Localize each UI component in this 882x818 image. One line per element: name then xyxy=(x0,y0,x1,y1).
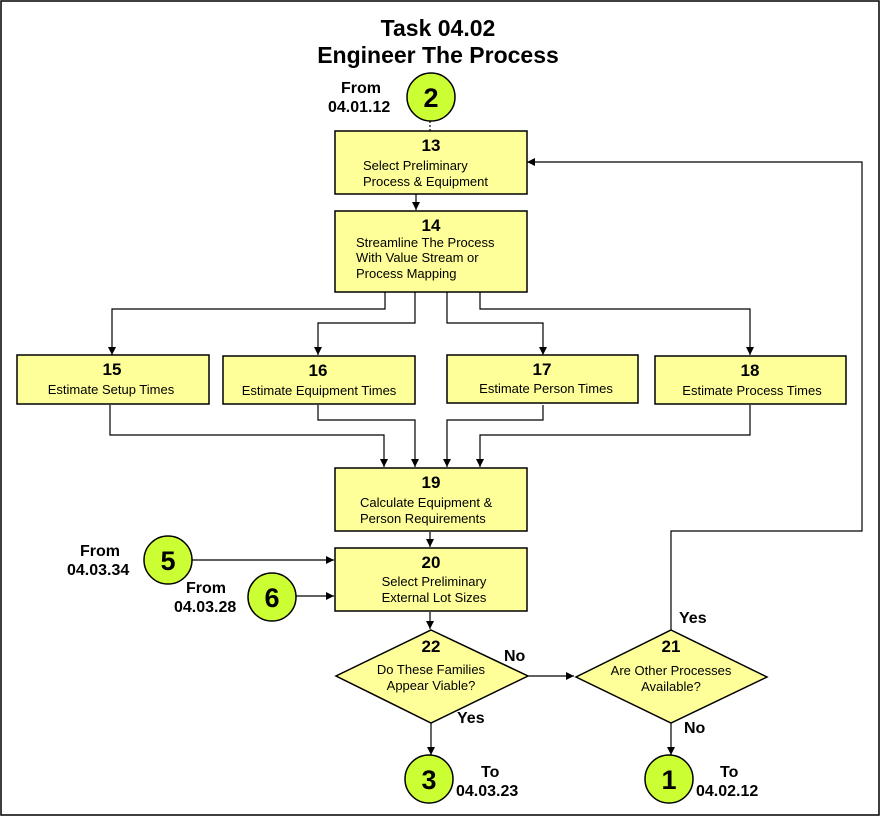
title-line2: Engineer The Process xyxy=(317,42,559,68)
line-16-to-19 xyxy=(317,405,419,467)
process-box-17: 17 Estimate Person Times xyxy=(446,354,639,404)
process-box-13: 13 Select Preliminary Process & Equipmen… xyxy=(334,130,528,195)
box-15-number: 15 xyxy=(103,360,122,379)
box-20-number: 20 xyxy=(422,553,441,572)
decision-21: 21 Are Other Processes Available? xyxy=(574,629,769,724)
connector-5-number: 5 xyxy=(160,546,175,576)
connector-6: 6 From 04.03.28 xyxy=(174,572,297,622)
connector-6-ref: 04.03.28 xyxy=(174,599,236,616)
line-14-to-16 xyxy=(314,292,416,355)
box-13-line1: Select Preliminary xyxy=(363,158,468,173)
box-14-number: 14 xyxy=(422,216,441,235)
decision-22-line2: Appear Viable? xyxy=(387,678,476,693)
box-13-line2: Process & Equipment xyxy=(363,174,488,189)
decision-22-no-label: No xyxy=(504,648,526,665)
process-box-16: 16 Estimate Equipment Times xyxy=(222,355,416,405)
decision-22-number: 22 xyxy=(422,637,441,656)
box-17-number: 17 xyxy=(533,360,552,379)
box-19-line2: Person Requirements xyxy=(360,511,486,526)
connector-2-ref: 04.01.12 xyxy=(328,99,390,116)
connector-2: 2 From 04.01.12 xyxy=(328,72,456,122)
box-13-number: 13 xyxy=(422,136,441,155)
connector-1-ref: 04.02.12 xyxy=(696,783,758,800)
decision-21-no-label: No xyxy=(684,720,706,737)
process-box-14: 14 Streamline The Process With Value Str… xyxy=(334,210,528,293)
line-14-to-15 xyxy=(108,292,386,355)
box-18-line1: Estimate Process Times xyxy=(682,383,822,398)
line-14-to-17 xyxy=(446,292,547,355)
connector-1-number: 1 xyxy=(661,765,676,795)
line-15-to-19 xyxy=(109,405,388,467)
connector-3-ref: 04.03.23 xyxy=(456,783,518,800)
line-21-to-13 xyxy=(527,158,863,630)
decision-21-number: 21 xyxy=(662,637,681,656)
decision-21-line1: Are Other Processes xyxy=(611,663,732,678)
connector-lines xyxy=(108,117,863,755)
process-box-20: 20 Select Preliminary External Lot Sizes xyxy=(334,547,528,612)
line-14-to-18 xyxy=(479,292,754,355)
box-14-line3: Process Mapping xyxy=(356,266,456,281)
connector-5-direction: From xyxy=(80,543,120,560)
connector-3: 3 To 04.03.23 xyxy=(404,754,518,804)
connector-5-ref: 04.03.34 xyxy=(67,562,129,579)
line-18-to-19 xyxy=(476,405,751,467)
connector-1-direction: To xyxy=(720,764,739,781)
box-14-line2: With Value Stream or xyxy=(356,250,479,265)
box-19-number: 19 xyxy=(422,473,441,492)
box-20-line2: External Lot Sizes xyxy=(382,590,487,605)
process-box-19: 19 Calculate Equipment & Person Requirem… xyxy=(334,467,528,532)
box-20-line1: Select Preliminary xyxy=(382,574,487,589)
decision-22-line1: Do These Families xyxy=(377,662,486,677)
decision-22-yes-label: Yes xyxy=(457,710,485,727)
decision-21-yes-label: Yes xyxy=(679,610,707,627)
decision-22: 22 Do These Families Appear Viable? xyxy=(334,629,530,724)
box-19-line1: Calculate Equipment & xyxy=(360,495,493,510)
process-box-15: 15 Estimate Setup Times xyxy=(16,354,210,405)
connector-3-number: 3 xyxy=(421,765,436,795)
box-17-line1: Estimate Person Times xyxy=(479,381,613,396)
title-line1: Task 04.02 xyxy=(381,15,496,41)
decision-21-line2: Available? xyxy=(641,679,701,694)
connector-5: 5 From 04.03.34 xyxy=(67,535,193,585)
process-box-18: 18 Estimate Process Times xyxy=(654,355,847,405)
connector-6-direction: From xyxy=(186,580,226,597)
box-15-line1: Estimate Setup Times xyxy=(48,382,175,397)
line-17-to-19 xyxy=(443,405,544,467)
box-18-number: 18 xyxy=(741,361,760,380)
connector-1: 1 To 04.02.12 xyxy=(644,754,758,804)
box-14-line1: Streamline The Process xyxy=(356,235,495,250)
box-16-line1: Estimate Equipment Times xyxy=(242,383,397,398)
connector-6-number: 6 xyxy=(264,583,279,613)
connector-3-direction: To xyxy=(481,764,500,781)
connector-2-direction: From xyxy=(341,80,381,97)
connector-2-number: 2 xyxy=(423,83,438,113)
box-16-number: 16 xyxy=(309,361,328,380)
